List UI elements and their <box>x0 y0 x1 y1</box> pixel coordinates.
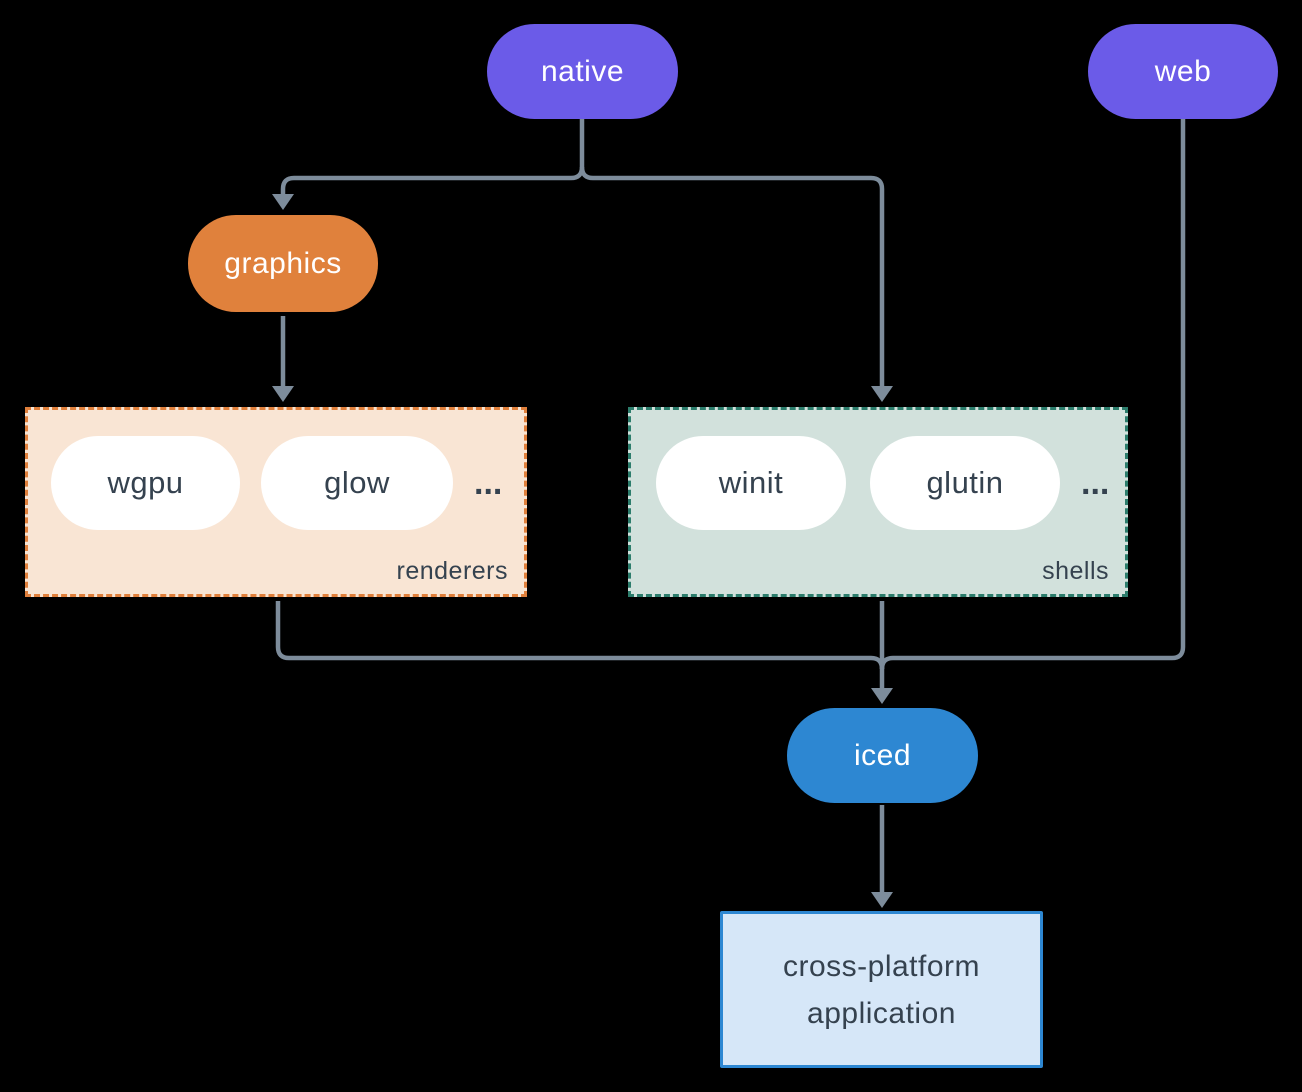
edge-renderers-to-iced <box>275 601 885 670</box>
wgpu-label: wgpu <box>107 465 184 500</box>
native-label: native <box>540 54 625 88</box>
arrowhead-app <box>871 892 893 908</box>
iced-label: iced <box>853 738 912 772</box>
arrowhead-iced <box>871 688 893 704</box>
glutin-label: glutin <box>926 465 1004 500</box>
arrowhead-graphics <box>272 194 294 210</box>
graphics-node: graphics <box>188 215 378 312</box>
renderers-group-label: renderers <box>396 557 508 585</box>
shells-ellipsis: ... <box>1081 463 1110 502</box>
edge-native-to-shells <box>579 166 885 386</box>
glow-node: glow <box>261 436 453 530</box>
shells-group-label: shells <box>1042 557 1109 585</box>
wgpu-node: wgpu <box>51 436 240 530</box>
arrowhead-renderers <box>272 386 294 402</box>
winit-label: winit <box>718 465 784 500</box>
renderers-ellipsis: ... <box>474 463 503 502</box>
app-node: cross-platform application <box>720 911 1043 1068</box>
glow-label: glow <box>324 465 390 500</box>
web-label: web <box>1154 54 1212 88</box>
edge-native-to-graphics <box>280 119 585 194</box>
web-node: web <box>1088 24 1278 119</box>
app-label: cross-platform application <box>782 949 981 1030</box>
arrowhead-shells <box>871 386 893 402</box>
glutin-node: glutin <box>870 436 1060 530</box>
winit-node: winit <box>656 436 846 530</box>
iced-node: iced <box>787 708 978 803</box>
shells-group: winit glutin ... shells <box>628 407 1128 597</box>
graphics-label: graphics <box>224 246 342 280</box>
renderers-group: wgpu glow ... renderers <box>25 407 527 597</box>
native-node: native <box>487 24 678 119</box>
